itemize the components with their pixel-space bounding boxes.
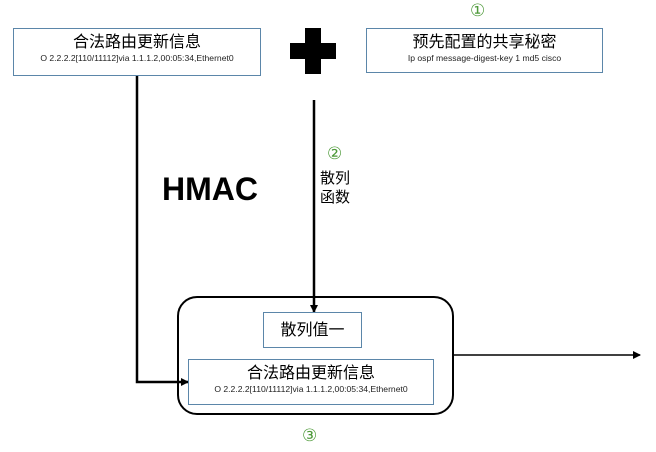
shared-secret-title: 预先配置的共享秘密 bbox=[412, 32, 557, 51]
bottom-route-update-detail: O 2.2.2.2[110/11112]via 1.1.1.2,00:05:34… bbox=[214, 384, 408, 394]
legit-route-update-box: 合法路由更新信息 O 2.2.2.2[110/11112]via 1.1.1.2… bbox=[13, 28, 261, 76]
hash-function-label-line2: 函数 bbox=[320, 188, 351, 206]
hash-value-title: 散列值一 bbox=[280, 320, 345, 339]
update-to-bottom-arrow bbox=[135, 76, 189, 386]
bottom-route-update-title: 合法路由更新信息 bbox=[246, 363, 375, 382]
hash-function-label-line1: 散列 bbox=[320, 169, 351, 187]
shared-secret-detail: Ip ospf message-digest-key 1 md5 cisco bbox=[407, 53, 562, 63]
bottom-route-update-box: 合法路由更新信息 O 2.2.2.2[110/11112]via 1.1.1.2… bbox=[188, 359, 434, 405]
hash-function-label: 散列 函数 bbox=[320, 169, 350, 207]
legit-route-update-detail: O 2.2.2.2[110/11112]via 1.1.1.2,00:05:34… bbox=[40, 53, 234, 63]
plus-icon bbox=[290, 28, 336, 74]
legit-route-update-title: 合法路由更新信息 bbox=[72, 32, 201, 51]
shared-secret-box: 预先配置的共享秘密 Ip ospf message-digest-key 1 m… bbox=[366, 28, 603, 73]
step-2-marker: ② bbox=[327, 144, 343, 164]
step-3-marker: ③ bbox=[302, 426, 318, 446]
hmac-output-container bbox=[177, 296, 454, 415]
step-1-marker: ① bbox=[470, 1, 486, 21]
hash-value-box: 散列值一 bbox=[263, 312, 362, 348]
hmac-label: HMAC bbox=[162, 171, 258, 207]
